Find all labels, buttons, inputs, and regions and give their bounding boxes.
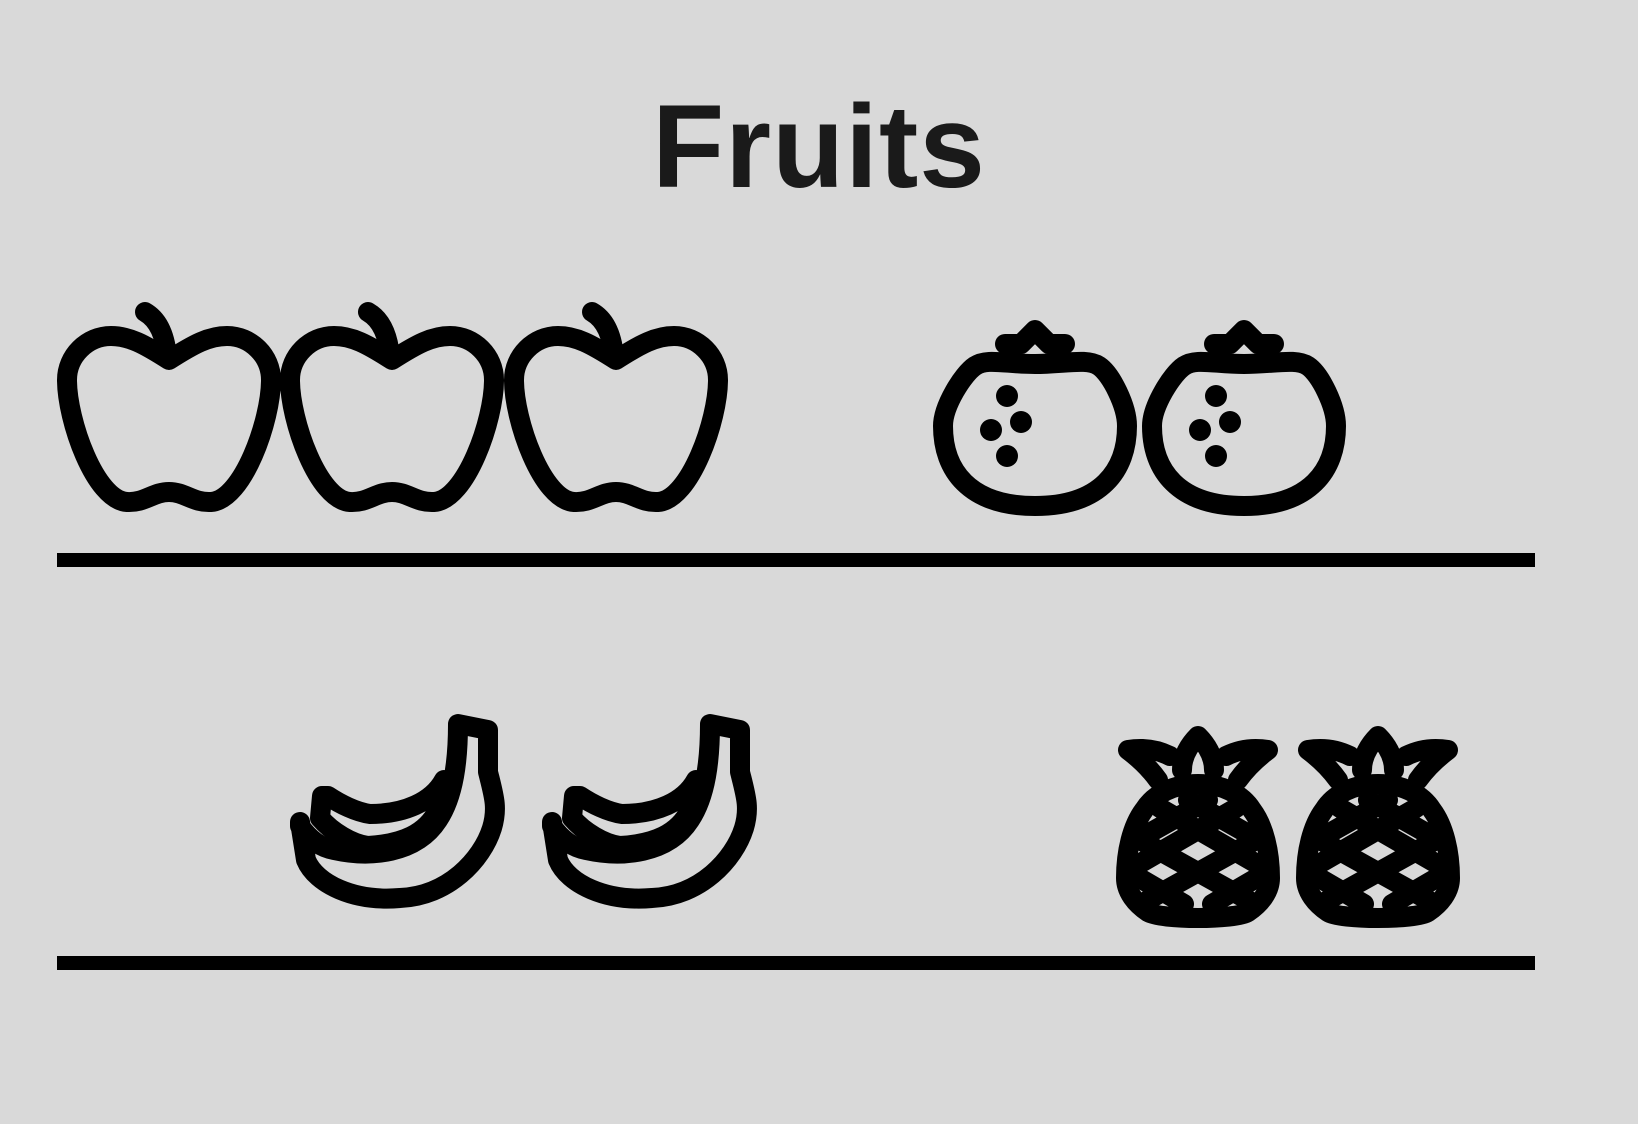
shelf-line-bottom [57,956,1535,970]
apple-icon [280,302,504,513]
pineapple-icon [1296,726,1460,928]
page-title: Fruits [652,81,986,213]
strawberry-icon [1142,320,1346,516]
apple-icon [57,302,281,513]
banana-icon [290,714,505,909]
shelf-line-top [57,553,1535,567]
banana-icon [542,714,757,909]
strawberry-icon [933,320,1137,516]
apple-icon [504,302,728,513]
pineapple-icon [1116,726,1280,928]
